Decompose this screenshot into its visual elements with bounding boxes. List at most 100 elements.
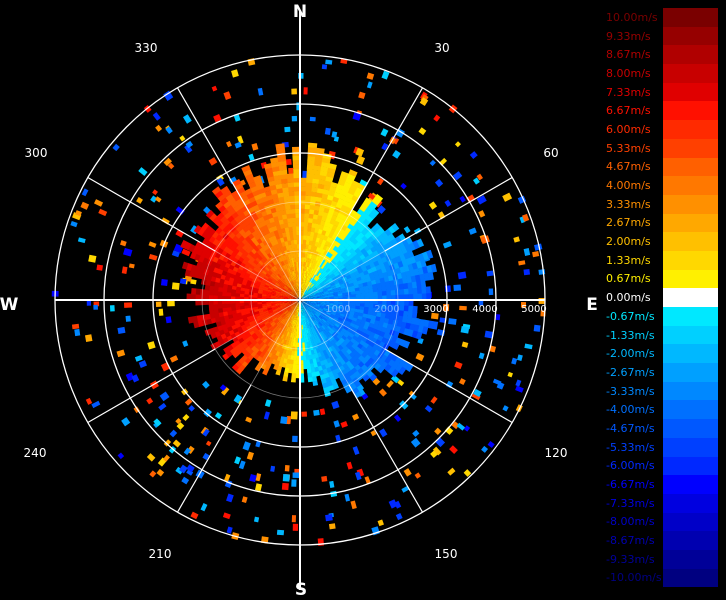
range-gate bbox=[302, 248, 306, 254]
scattered-echo bbox=[452, 171, 463, 181]
range-gate bbox=[283, 286, 288, 291]
range-gate bbox=[281, 308, 287, 312]
range-gate bbox=[315, 295, 321, 298]
range-gate bbox=[257, 303, 263, 307]
scattered-echo bbox=[517, 354, 523, 361]
range-gate bbox=[294, 289, 297, 294]
range-gate bbox=[296, 307, 299, 312]
range-gate bbox=[339, 313, 345, 318]
range-gate bbox=[283, 371, 289, 378]
range-gate bbox=[300, 190, 307, 196]
colorbar-entry: 3.33m/s bbox=[606, 194, 722, 214]
range-gate bbox=[279, 266, 284, 272]
range-gate bbox=[304, 319, 307, 325]
scattered-echo bbox=[325, 59, 333, 65]
range-gate bbox=[368, 307, 374, 312]
range-gate bbox=[296, 307, 299, 312]
range-gate bbox=[285, 311, 290, 316]
range-gate bbox=[336, 267, 342, 273]
range-gate bbox=[305, 285, 309, 291]
scattered-echo bbox=[121, 266, 128, 274]
scattered-echo bbox=[211, 85, 218, 92]
scattered-echo bbox=[434, 178, 444, 188]
range-gate bbox=[278, 328, 284, 334]
colorbar-swatch bbox=[663, 213, 718, 233]
range-gate bbox=[346, 291, 352, 296]
range-gate bbox=[319, 174, 327, 181]
range-gate bbox=[265, 280, 271, 285]
range-gate bbox=[235, 348, 243, 356]
range-gate bbox=[251, 316, 257, 321]
range-gate bbox=[288, 191, 296, 197]
range-gate bbox=[257, 295, 262, 298]
range-gate bbox=[307, 160, 316, 166]
range-gate bbox=[259, 329, 265, 335]
scattered-echo bbox=[515, 385, 524, 393]
range-gate bbox=[265, 355, 271, 362]
bearing-spoke-inner bbox=[299, 299, 386, 350]
range-gate bbox=[340, 311, 346, 315]
range-gate bbox=[233, 247, 240, 255]
range-gate bbox=[368, 211, 377, 220]
range-gate bbox=[384, 281, 391, 287]
range-gate bbox=[401, 238, 410, 248]
range-gate bbox=[358, 283, 364, 288]
range-gate bbox=[287, 354, 292, 360]
range-gate bbox=[305, 292, 311, 296]
range-gate bbox=[189, 270, 196, 278]
range-gate bbox=[306, 323, 310, 329]
range-gate bbox=[310, 283, 315, 288]
range-gate bbox=[330, 328, 336, 334]
range-gate bbox=[271, 279, 277, 284]
range-gate bbox=[272, 286, 278, 290]
range-gate bbox=[329, 273, 335, 278]
range-gate bbox=[296, 329, 299, 335]
range-gate bbox=[406, 276, 413, 284]
range-gate bbox=[254, 285, 260, 289]
range-gate bbox=[311, 187, 319, 193]
range-gate bbox=[328, 264, 334, 270]
range-gate bbox=[316, 361, 322, 368]
scattered-echo bbox=[370, 430, 377, 437]
range-gate bbox=[312, 310, 317, 315]
range-gate bbox=[311, 316, 315, 322]
scattered-echo bbox=[469, 151, 478, 159]
range-gate bbox=[315, 283, 320, 288]
range-gate bbox=[275, 326, 281, 332]
range-gate bbox=[309, 305, 315, 309]
range-gate bbox=[264, 254, 270, 260]
range-gate bbox=[293, 355, 298, 361]
range-gate bbox=[234, 182, 244, 191]
range-gate bbox=[289, 271, 293, 277]
range-gate bbox=[318, 327, 323, 333]
range-gate bbox=[338, 315, 345, 320]
range-gate bbox=[319, 360, 325, 367]
range-gate bbox=[285, 292, 290, 296]
range-gate bbox=[265, 322, 271, 327]
range-gate bbox=[385, 285, 391, 292]
range-gate bbox=[208, 290, 214, 296]
range-gate bbox=[307, 262, 311, 268]
range-gate bbox=[322, 278, 328, 283]
range-gate bbox=[283, 297, 289, 299]
range-gate bbox=[304, 289, 308, 295]
range-gate bbox=[325, 251, 331, 257]
range-gate bbox=[317, 279, 323, 284]
range-gate bbox=[328, 304, 334, 308]
range-gate bbox=[300, 302, 303, 308]
range-gate bbox=[314, 324, 319, 330]
range-gate bbox=[409, 323, 416, 332]
range-gate bbox=[262, 256, 268, 262]
range-gate bbox=[211, 271, 218, 278]
scattered-echo bbox=[179, 278, 187, 285]
range-gate bbox=[277, 316, 283, 321]
range-gate bbox=[271, 255, 277, 261]
range-gate bbox=[346, 302, 352, 306]
range-gate bbox=[332, 288, 338, 292]
scattered-echo bbox=[190, 511, 199, 520]
range-gate bbox=[315, 329, 320, 335]
range-gate bbox=[284, 285, 289, 290]
scattered-echo bbox=[203, 408, 212, 418]
range-gate bbox=[288, 302, 294, 305]
range-gate bbox=[318, 308, 324, 312]
